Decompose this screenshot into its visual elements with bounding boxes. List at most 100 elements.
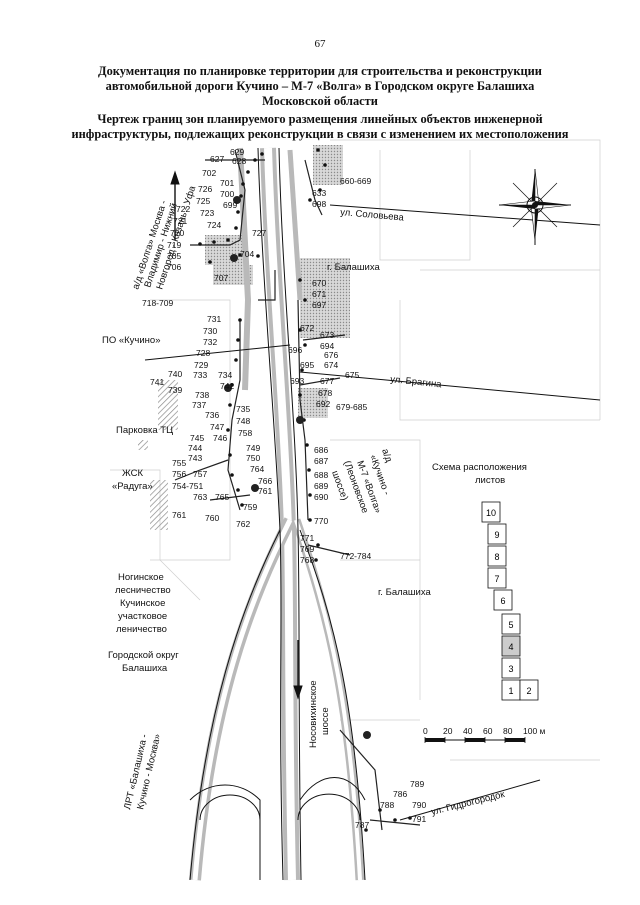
- district-label-2: Балашиха: [122, 663, 168, 674]
- sheet-label: 4: [508, 642, 513, 652]
- point-range-label: 772-784: [340, 551, 371, 561]
- subtitle-line-2: инфраструктуры, подлежащих реконструкции…: [71, 127, 569, 141]
- point-label: 790: [412, 800, 426, 810]
- arrow-up-icon: [170, 170, 180, 185]
- subtitle-line-1: Чертеж границ зон планируемого размещени…: [97, 112, 543, 126]
- sheet-cell: [501, 613, 521, 635]
- point-label: 725: [196, 196, 210, 206]
- point-label: 732: [203, 337, 217, 347]
- point-label: 628: [232, 156, 246, 166]
- point-label: 770: [314, 516, 328, 526]
- scale-tick-label: 40: [463, 726, 473, 736]
- street-label-gidrogorodok: ул. Гидрогородок: [430, 789, 507, 818]
- point-label: 759: [243, 502, 257, 512]
- sheet-label: 3: [508, 664, 513, 674]
- point-label: 627: [210, 154, 224, 164]
- point-label: 733: [193, 370, 207, 380]
- scale-tick-label: 80: [503, 726, 513, 736]
- document-title: Документация по планировке территории дл…: [30, 64, 610, 109]
- point-range-label: 754-751: [172, 481, 203, 491]
- road-label-nosovikhinskoe-2: шоссе: [320, 707, 331, 735]
- drawing-subtitle: Чертеж границ зон планируемого размещени…: [30, 112, 610, 142]
- marker-icon: [233, 196, 241, 204]
- point-label: 762: [236, 519, 250, 529]
- place-label-parkovka: Парковка ТЦ: [116, 425, 173, 436]
- point-label: 769: [300, 544, 314, 554]
- point-label: 760: [205, 513, 219, 523]
- arrow-down-icon: [293, 685, 303, 700]
- point-label: 677: [320, 376, 334, 386]
- point-label: 729: [194, 360, 208, 370]
- point-label: 726: [198, 184, 212, 194]
- point-label: 694: [320, 341, 334, 351]
- sheet-label: 1: [508, 686, 513, 696]
- scale-tick-label: 60: [483, 726, 493, 736]
- point-label: 707: [214, 273, 228, 283]
- point-label: 697: [312, 300, 326, 310]
- point-range-label: 718-709: [142, 298, 173, 308]
- sheet-cell: [519, 679, 539, 701]
- point-label: 763: [193, 492, 207, 502]
- sheet-cell: [487, 567, 507, 589]
- sheet-cell: [487, 545, 507, 567]
- sheet-label: 5: [508, 620, 513, 630]
- point-label: 695: [300, 360, 314, 370]
- sheet-label: 9: [494, 530, 499, 540]
- forest-label-5: леничество: [116, 624, 167, 635]
- point-label: 750: [246, 453, 260, 463]
- point-label: 688: [314, 470, 328, 480]
- point-label: 761: [258, 486, 272, 496]
- district-label-1: Городской округ: [108, 650, 179, 661]
- road-corridor: [189, 147, 365, 881]
- point-label: 746: [213, 433, 227, 443]
- sheet-scheme-title-2: листов: [475, 475, 505, 486]
- point-range-label: 660-669: [340, 176, 371, 186]
- point-label: 731: [207, 314, 221, 324]
- marker-icon: [230, 254, 238, 262]
- point-label: 791: [412, 814, 426, 824]
- point-label: 766: [258, 476, 272, 486]
- building-block: [205, 235, 245, 265]
- point-label: 745: [190, 433, 204, 443]
- point-label: 633: [312, 188, 326, 198]
- title-line-2: автомобильной дороги Кучино – М-7 «Волга…: [105, 79, 535, 93]
- point-label: 755: [172, 458, 186, 468]
- point-label: 740: [168, 369, 182, 379]
- point-label: 701: [220, 178, 234, 188]
- point-label: 689: [314, 481, 328, 491]
- point-label: 724: [207, 220, 221, 230]
- point-label: 673: [320, 330, 334, 340]
- direction-arrows: [170, 170, 303, 700]
- point-label: 629: [230, 147, 244, 157]
- building-block: [158, 380, 178, 430]
- sheet-label: 6: [500, 596, 505, 606]
- forest-label-3: Кучинское: [120, 598, 165, 609]
- point-label: 686: [314, 445, 328, 455]
- point-label: 700: [220, 189, 234, 199]
- marker-icon: [224, 384, 232, 392]
- point-label: 696: [288, 345, 302, 355]
- point-label: 721: [173, 216, 187, 226]
- point-label: 739: [168, 385, 182, 395]
- place-label-zhsk: ЖСК: [122, 468, 144, 479]
- building-block: [213, 265, 253, 285]
- point-labels: 629 627 628 702 701 726 700 725 699 722 …: [142, 147, 426, 830]
- point-label: 671: [312, 289, 326, 299]
- point-label: 698: [312, 199, 326, 209]
- point-label: 690: [314, 492, 328, 502]
- marker-circles: [224, 196, 371, 739]
- street-label-bragina: ул. Брагина: [390, 374, 443, 390]
- point-label: 730: [203, 326, 217, 336]
- point-label: 771: [300, 533, 314, 543]
- point-label: 720: [170, 228, 184, 238]
- marker-icon: [251, 484, 259, 492]
- forest-label-1: Ногинское: [118, 572, 164, 583]
- point-label: 761: [172, 510, 186, 520]
- point-label: 706: [167, 262, 181, 272]
- sheet-cell: [493, 589, 513, 611]
- compass-rose-icon: [498, 168, 572, 245]
- point-label: 737: [192, 400, 206, 410]
